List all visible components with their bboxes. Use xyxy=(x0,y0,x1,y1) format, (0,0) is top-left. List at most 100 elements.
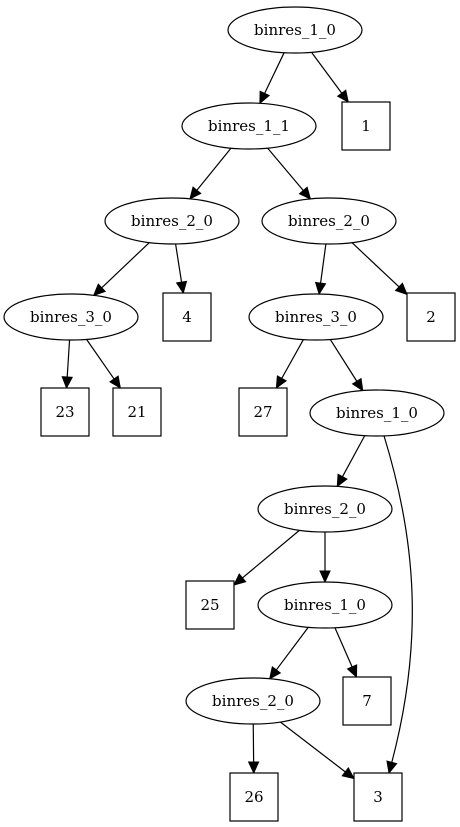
node-label: binres_3_0 xyxy=(30,308,112,326)
edge-line xyxy=(351,242,400,288)
node-label: binres_1_0 xyxy=(284,596,366,614)
node-ellipse xyxy=(3,293,139,341)
leaf-node: 23 xyxy=(40,387,90,437)
edge-n2-n4 xyxy=(92,242,150,297)
leaf-node: 4 xyxy=(162,292,212,342)
decision-node: binres_2_0 xyxy=(261,197,397,245)
node-label: binres_1_0 xyxy=(336,404,418,422)
edge-n8-n9 xyxy=(268,626,309,680)
node-label: 25 xyxy=(200,596,219,614)
leaf-node: 25 xyxy=(185,580,235,630)
node-label: binres_2_0 xyxy=(212,692,294,710)
edge-n9-l26 xyxy=(247,723,260,775)
edge-arrowhead xyxy=(386,760,398,775)
node-label: binres_1_0 xyxy=(254,21,336,39)
node-box xyxy=(341,101,391,151)
node-label: 23 xyxy=(55,403,74,421)
edge-line xyxy=(329,339,358,382)
node-box xyxy=(406,292,456,342)
edge-line xyxy=(341,435,366,478)
node-ellipse xyxy=(104,197,240,245)
edge-n7-l25 xyxy=(233,529,300,586)
node-box xyxy=(185,580,235,630)
node-label: 27 xyxy=(253,403,272,421)
edge-n0-n1 xyxy=(259,52,285,105)
edge-n1-n2 xyxy=(189,147,232,200)
node-ellipse xyxy=(181,102,317,150)
edge-line xyxy=(279,721,346,773)
node-box xyxy=(112,387,162,437)
node-ellipse xyxy=(257,485,393,533)
node-label: binres_2_0 xyxy=(284,500,366,518)
decision-node: binres_3_0 xyxy=(248,293,384,341)
node-label: binres_2_0 xyxy=(288,212,370,230)
edge-n7-n8 xyxy=(319,532,331,584)
leaf-node: 27 xyxy=(238,387,288,437)
node-ellipse xyxy=(261,197,397,245)
edge-arrowhead xyxy=(336,89,349,103)
edge-arrowhead xyxy=(109,375,122,389)
edge-n8-l7 xyxy=(334,627,358,679)
edge-n5-n6 xyxy=(329,339,364,392)
node-ellipse xyxy=(248,293,384,341)
node-box xyxy=(342,676,392,726)
decision-node: binres_1_1 xyxy=(181,102,317,150)
edge-n5-l27 xyxy=(275,339,304,390)
edge-n3-n5 xyxy=(314,243,327,296)
edge-arrowhead xyxy=(268,666,282,680)
edge-arrowhead xyxy=(314,281,327,296)
edge-arrowhead xyxy=(346,664,358,679)
node-label: 2 xyxy=(426,308,436,326)
edge-n2-l4 xyxy=(174,243,188,295)
edge-line xyxy=(267,147,304,191)
edge-line xyxy=(174,243,183,283)
leaf-node: 2 xyxy=(406,292,456,342)
edge-line xyxy=(275,626,309,671)
leaf-node: 3 xyxy=(353,772,403,822)
edge-line xyxy=(281,339,304,379)
edge-arrowhead xyxy=(394,282,408,296)
node-box xyxy=(162,292,212,342)
edge-n6-n7 xyxy=(336,435,366,488)
node-box xyxy=(229,772,279,822)
node-label: binres_1_1 xyxy=(208,117,290,135)
decision-node: binres_1_0 xyxy=(227,6,363,54)
edge-line xyxy=(319,243,327,284)
edge-line xyxy=(66,339,71,378)
node-ellipse xyxy=(185,677,321,725)
node-label: 26 xyxy=(244,788,263,806)
edge-n1-n3 xyxy=(267,147,312,200)
edge-n4-l23 xyxy=(61,339,74,390)
node-label: 4 xyxy=(182,308,192,326)
decision-node: binres_2_0 xyxy=(257,485,393,533)
edge-line xyxy=(264,52,285,94)
decision-node: binres_2_0 xyxy=(104,197,240,245)
edge-arrowhead xyxy=(247,761,260,775)
decision-node: binres_3_0 xyxy=(3,293,139,341)
decision-node: binres_1_0 xyxy=(309,389,445,437)
node-label: 21 xyxy=(127,403,146,421)
edge-n9-l3 xyxy=(279,721,355,780)
edge-arrowhead xyxy=(275,375,288,390)
node-box xyxy=(238,387,288,437)
leaf-node: 1 xyxy=(341,101,391,151)
leaf-node: 26 xyxy=(229,772,279,822)
edge-n4-l21 xyxy=(86,339,122,389)
edge-arrowhead xyxy=(92,283,107,297)
node-label: binres_2_0 xyxy=(131,212,213,230)
edge-arrowhead xyxy=(233,573,247,586)
node-label: 1 xyxy=(361,117,371,135)
node-label: 7 xyxy=(362,692,372,710)
edge-n3-l2 xyxy=(351,242,408,296)
leaf-node: 7 xyxy=(342,676,392,726)
node-label: binres_3_0 xyxy=(275,308,357,326)
edge-line xyxy=(311,51,343,94)
edge-n6-l3 xyxy=(383,435,413,775)
edge-line xyxy=(334,627,353,668)
edge-line xyxy=(242,529,300,579)
edge-n0-l1 xyxy=(311,51,349,103)
node-label: 3 xyxy=(373,788,383,806)
node-ellipse xyxy=(309,389,445,437)
edge-arrowhead xyxy=(351,377,364,392)
